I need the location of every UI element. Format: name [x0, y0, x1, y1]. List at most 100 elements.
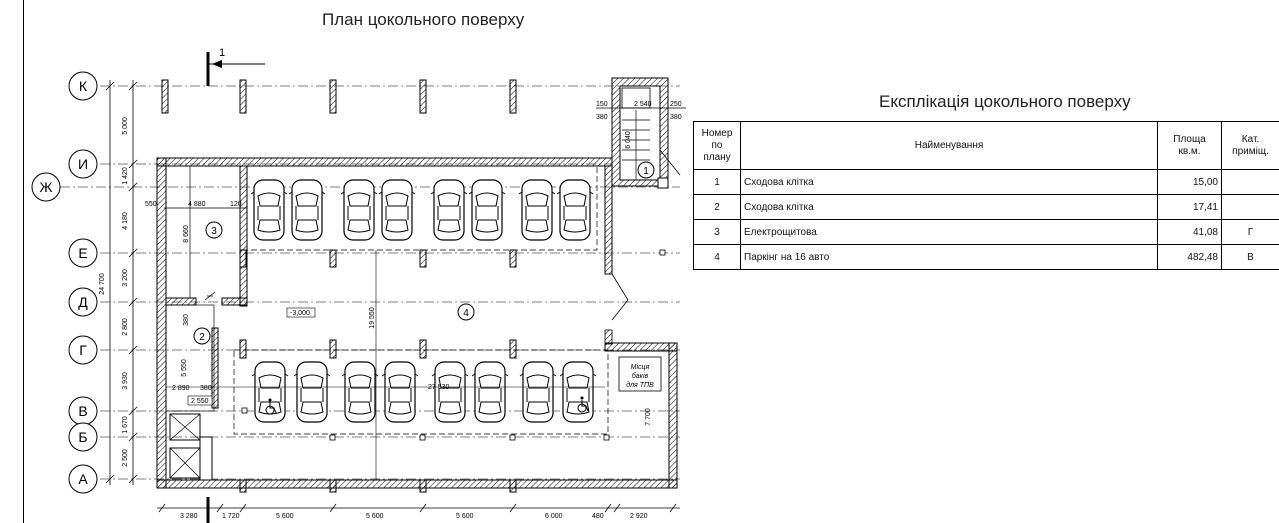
- row-number: 4: [693, 244, 741, 270]
- stair-tower-1: 1: [611, 77, 681, 189]
- svg-text:1: 1: [643, 166, 649, 177]
- car-top-7: [518, 179, 556, 241]
- svg-text:5 600: 5 600: [276, 513, 294, 520]
- car-bottom-2: [293, 361, 331, 423]
- svg-text:2: 2: [199, 332, 205, 343]
- svg-text:И: И: [78, 156, 88, 172]
- section-label: 1: [219, 47, 225, 59]
- car-top-2: [288, 179, 326, 241]
- level-mark: -3,000: [290, 310, 310, 317]
- stair-tower-dims: 150 2 540 250 380 380 6 040: [596, 101, 686, 149]
- svg-text:380: 380: [596, 114, 608, 121]
- svg-text:24 700: 24 700: [99, 273, 106, 295]
- axis-bubble-E: Е: [68, 238, 98, 268]
- svg-text:В: В: [78, 403, 87, 419]
- svg-text:2 540: 2 540: [634, 101, 652, 108]
- table-row: 4 Паркінг на 16 авто 482,48 В: [693, 244, 1279, 270]
- axis-bubble-B: Б: [68, 422, 98, 452]
- row-category: В: [1221, 244, 1279, 270]
- parking-bays-bottom: [233, 349, 609, 435]
- svg-text:Місця: Місця: [631, 363, 650, 371]
- row-number: 3: [693, 219, 741, 245]
- car-top-5: [430, 179, 468, 241]
- row-category: [1221, 194, 1279, 220]
- svg-text:2 890: 2 890: [172, 385, 190, 392]
- row-name: Сходова клітка: [740, 194, 1158, 220]
- svg-text:3: 3: [211, 226, 217, 237]
- svg-text:3 200: 3 200: [122, 269, 129, 287]
- table-row: 3 Електрощитова 41,08 Г: [693, 219, 1279, 245]
- car-bottom-4: [381, 361, 419, 423]
- ramp-lines: [604, 273, 629, 345]
- svg-text:550: 550: [145, 201, 157, 208]
- header-number: Номер по плану: [693, 121, 741, 170]
- axis-bubble-I: И: [68, 149, 98, 179]
- building-walls: [156, 157, 678, 489]
- svg-text:120: 120: [230, 201, 242, 208]
- interior-columns: [239, 249, 517, 493]
- table-header-row: Номер по плану Найменування Площа кв.м. …: [693, 121, 1279, 170]
- svg-text:480: 480: [592, 513, 604, 520]
- column-markers: [241, 249, 666, 441]
- row-name: Паркінг на 16 авто: [740, 244, 1158, 270]
- svg-text:380: 380: [200, 385, 212, 392]
- svg-text:2 800: 2 800: [122, 318, 129, 336]
- svg-text:380: 380: [183, 314, 190, 326]
- svg-text:Д: Д: [78, 294, 88, 310]
- car-bottom-7: [519, 361, 557, 423]
- svg-text:3 930: 3 930: [122, 372, 129, 390]
- row-category: [1221, 169, 1279, 195]
- svg-text:2 500: 2 500: [122, 449, 129, 467]
- svg-text:8 660: 8 660: [183, 225, 190, 243]
- row-area: 17,41: [1157, 194, 1222, 220]
- dim-7700: 7 700: [645, 408, 652, 426]
- axis-bubble-D: Д: [68, 287, 98, 317]
- frame-border: [23, 0, 24, 523]
- svg-text:4 180: 4 180: [122, 212, 129, 230]
- explication-table: Номер по плану Найменування Площа кв.м. …: [693, 121, 1279, 270]
- svg-text:1 420: 1 420: [122, 167, 129, 185]
- svg-text:баків: баків: [632, 372, 649, 380]
- svg-text:2 550: 2 550: [191, 398, 209, 405]
- plan-title: План цокольного поверху: [322, 10, 525, 29]
- svg-text:Г: Г: [79, 342, 87, 358]
- car-top-3: [340, 179, 378, 241]
- svg-text:5 000: 5 000: [122, 117, 129, 135]
- row-name: Електрощитова: [740, 219, 1158, 245]
- svg-text:К: К: [79, 78, 88, 94]
- svg-text:4: 4: [463, 308, 469, 319]
- explication-title: Експлікація цокольного поверху: [879, 92, 1131, 111]
- car-bottom-8: [559, 361, 597, 423]
- car-top-4: [378, 179, 416, 241]
- bottom-dimension-values: 3 280 1 720 5 600 5 600 5 600 6 000 480 …: [180, 513, 648, 520]
- car-top-1: [250, 179, 288, 241]
- car-bottom-6: [471, 361, 509, 423]
- vertical-dimension-values: 5 000 1 420 4 180 3 200 2 800 3 930 1 67…: [99, 117, 129, 467]
- header-area: Площа кв.м.: [1157, 121, 1222, 170]
- svg-text:3 280: 3 280: [180, 513, 198, 520]
- svg-text:4 880: 4 880: [188, 201, 206, 208]
- axis-bubble-Zh: Ж: [31, 172, 61, 202]
- cars-bottom-row: [251, 361, 597, 423]
- svg-text:А: А: [78, 471, 88, 487]
- tank-area: Місця баків для ТПВ: [618, 356, 662, 392]
- svg-text:6 040: 6 040: [625, 131, 632, 149]
- columns-row-k: [161, 79, 517, 114]
- svg-text:Б: Б: [78, 429, 87, 445]
- header-category: Кат. приміщ.: [1221, 121, 1279, 170]
- svg-text:5 600: 5 600: [456, 513, 474, 520]
- dim-27530: 27 530: [428, 384, 450, 391]
- row-category: Г: [1221, 219, 1279, 245]
- svg-text:Е: Е: [78, 245, 87, 261]
- vertical-dimension-lines: [105, 80, 138, 485]
- table-row: 1 Сходова клітка 15,00: [693, 169, 1279, 195]
- car-bottom-3: [341, 361, 379, 423]
- car-bottom-1: [251, 361, 289, 423]
- svg-text:2 920: 2 920: [630, 513, 648, 520]
- svg-text:380: 380: [670, 114, 682, 121]
- svg-text:для ТПВ: для ТПВ: [626, 381, 654, 389]
- axis-bubble-A: А: [68, 464, 98, 494]
- svg-text:5 600: 5 600: [366, 513, 384, 520]
